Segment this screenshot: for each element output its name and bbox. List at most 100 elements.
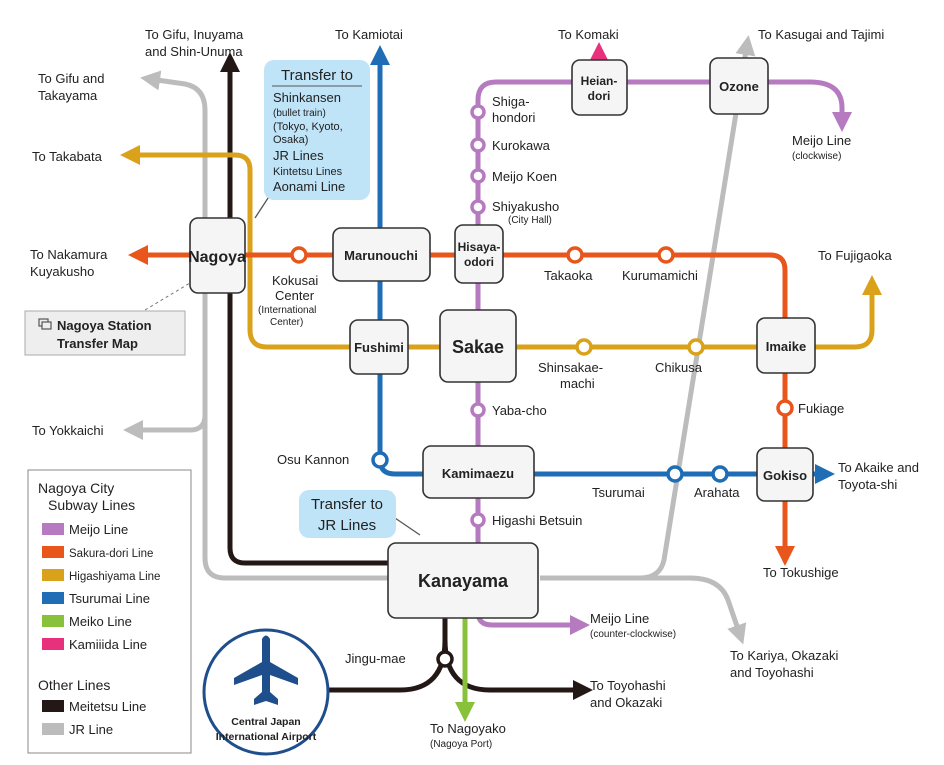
ring-kurumamichi[interactable] xyxy=(657,246,675,264)
station-labels: Kokusai Center (International Center) Ta… xyxy=(258,94,844,666)
label-kurumamichi: Kurumamichi xyxy=(622,268,698,283)
ring-jingu-mae[interactable] xyxy=(436,650,454,668)
airport-line2: International Airport xyxy=(216,731,317,743)
ring-higashi-betsuin[interactable] xyxy=(470,512,486,528)
legend-meiko: Meiko Line xyxy=(69,614,132,629)
dest-meijo-ccw-1: Meijo Line xyxy=(590,611,649,626)
label-higashi-betsuin: Higashi Betsuin xyxy=(492,513,582,528)
transfer-callout-kanayama: Transfer to JR Lines xyxy=(299,490,421,538)
label-jingu-mae: Jingu-mae xyxy=(345,651,406,666)
ring-osu-kannon[interactable] xyxy=(371,451,389,469)
label-shinsakae-2: machi xyxy=(560,376,595,391)
map-icon xyxy=(38,318,52,330)
label-yaba-cho: Yaba-cho xyxy=(492,403,547,418)
ring-fukiage[interactable] xyxy=(776,399,794,417)
dest-akaike-1: To Akaike and xyxy=(838,460,919,475)
ring-yaba-cho[interactable] xyxy=(470,402,486,418)
label-kokusai-sub-1: (International xyxy=(258,305,316,316)
station-gokiso-label: Gokiso xyxy=(763,468,807,483)
ring-kurokawa[interactable] xyxy=(470,137,486,153)
station-map-line1: Nagoya Station xyxy=(57,318,152,333)
central-japan-airport[interactable]: Central Japan International Airport xyxy=(202,628,330,756)
ring-takaoka[interactable] xyxy=(566,246,584,264)
label-shinsakae-1: Shinsakae- xyxy=(538,360,603,375)
station-fushimi[interactable]: Fushimi xyxy=(349,319,409,375)
dest-gifu-takayama-1: To Gifu and xyxy=(38,71,105,86)
label-kokusai-1: Kokusai xyxy=(272,273,318,288)
dest-meijo-cw-1: Meijo Line xyxy=(792,133,851,148)
legend-tsurumai: Tsurumai Line xyxy=(69,591,150,606)
station-kanayama[interactable]: Kanayama xyxy=(387,542,539,619)
ring-arahata[interactable] xyxy=(711,465,729,483)
station-marunouchi[interactable]: Marunouchi xyxy=(332,227,431,282)
station-kamimaezu[interactable]: Kamimaezu xyxy=(422,445,535,499)
destination-labels: To Gifu, Inuyama and Shin-Unuma To Kamio… xyxy=(30,27,919,750)
station-hisaya-label-2: odori xyxy=(464,255,494,269)
station-rings xyxy=(290,104,794,668)
higashiyama-line-east xyxy=(247,240,882,350)
ring-tsurumai[interactable] xyxy=(666,465,684,483)
ring-chikusa[interactable] xyxy=(687,338,705,356)
tsurumai-line xyxy=(370,45,835,484)
label-arahata: Arahata xyxy=(694,485,740,500)
legend-swatch-kamiiida xyxy=(42,638,64,650)
dest-nakamura-2: Kuyakusho xyxy=(30,264,94,279)
dest-takabata: To Takabata xyxy=(32,149,103,164)
dest-kamiotai: To Kamiotai xyxy=(335,27,403,42)
jr-line-gifu-takayama xyxy=(140,70,390,581)
label-shiga-2: hondori xyxy=(492,110,535,125)
station-nagoya[interactable]: Nagoya xyxy=(188,217,246,294)
higashiyama-line xyxy=(120,145,882,350)
station-kamimaezu-label: Kamimaezu xyxy=(442,466,514,481)
ring-kokusai-center[interactable] xyxy=(290,246,308,264)
legend-higashiyama: Higashiyama Line xyxy=(69,571,160,583)
dest-gifu-takayama-2: Takayama xyxy=(38,88,98,103)
station-imaike[interactable]: Imaike xyxy=(756,317,816,374)
station-gokiso[interactable]: Gokiso xyxy=(756,447,814,502)
label-kokusai-sub-2: Center) xyxy=(270,317,303,328)
station-heian-label-2: dori xyxy=(588,89,611,103)
legend-swatch-tsurumai xyxy=(42,592,64,604)
dest-kariya-1: To Kariya, Okazaki xyxy=(730,648,838,663)
transfer-jr-lines: JR Lines xyxy=(273,148,324,163)
label-chikusa: Chikusa xyxy=(655,360,703,375)
jr-lines xyxy=(123,35,756,645)
station-sakae-label: Sakae xyxy=(452,337,504,357)
dest-kariya-2: and Toyohashi xyxy=(730,665,814,680)
station-sakae[interactable]: Sakae xyxy=(439,309,517,383)
legend-title-1: Nagoya City xyxy=(38,480,114,496)
meijo-line-clockwise xyxy=(475,79,852,560)
ring-shinsakae-machi[interactable] xyxy=(575,338,593,356)
label-shiga-1: Shiga- xyxy=(492,94,530,109)
label-tsurumai: Tsurumai xyxy=(592,485,645,500)
dest-fujigaoka: To Fujigaoka xyxy=(818,248,892,263)
dest-toyohashi-2: and Okazaki xyxy=(590,695,662,710)
station-fushimi-label: Fushimi xyxy=(354,340,404,355)
legend-swatch-jr xyxy=(42,723,64,735)
dest-nakamura-1: To Nakamura xyxy=(30,247,108,262)
legend: Nagoya City Subway Lines Meijo Line Saku… xyxy=(27,469,192,754)
transfer-kintetsu: Kintetsu Lines xyxy=(273,166,343,178)
dest-akaike-2: Toyota-shi xyxy=(838,477,897,492)
label-shiyakusho: Shiyakusho xyxy=(492,199,559,214)
legend-swatch-meiko xyxy=(42,615,64,627)
station-hisaya-odori[interactable]: Hisaya- odori xyxy=(454,224,504,284)
label-osu-kannon: Osu Kannon xyxy=(277,452,349,467)
dest-tokushige: To Tokushige xyxy=(763,565,839,580)
station-ozone[interactable]: Ozone xyxy=(709,57,769,115)
label-meijo-koen: Meijo Koen xyxy=(492,169,557,184)
station-kanayama-label: Kanayama xyxy=(418,571,509,591)
transfer-osaka: Osaka) xyxy=(273,134,308,146)
transfer-callout-title: Transfer to xyxy=(281,67,353,84)
transfer-bullet-train: (bullet train) xyxy=(273,108,326,119)
ring-meijo-koen[interactable] xyxy=(470,168,486,184)
station-ozone-label: Ozone xyxy=(719,79,759,94)
nagoya-station-transfer-map-link[interactable]: Nagoya Station Transfer Map xyxy=(24,279,196,356)
station-heian-dori[interactable]: Heian- dori xyxy=(571,59,628,116)
dest-toyohashi-1: To Toyohashi xyxy=(590,678,666,693)
sakura-dori-line-main xyxy=(235,252,788,475)
ring-shiga-hondori[interactable] xyxy=(470,104,486,120)
ring-shiyakusho[interactable] xyxy=(470,199,486,215)
transfer-aonami: Aonami Line xyxy=(273,179,345,194)
